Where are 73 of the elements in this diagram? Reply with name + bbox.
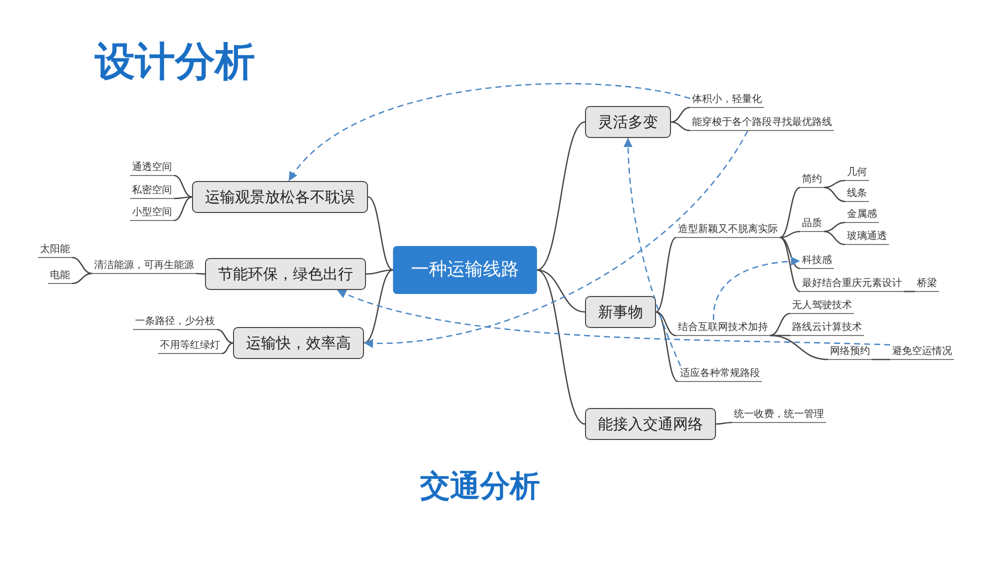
subtopic-text: 桥梁	[915, 276, 939, 292]
branch-line	[670, 106, 690, 123]
branch-line	[824, 180, 846, 188]
subtopic-text: 简约	[800, 172, 824, 188]
branch-line	[656, 236, 676, 313]
branch-line	[222, 342, 234, 354]
topic-box: 节能环保，绿色出行	[205, 258, 366, 290]
topic-box: 能接入交通网络	[585, 408, 716, 440]
dashed-arrow	[364, 130, 748, 348]
subtopic-text: 玻璃通透	[845, 229, 889, 245]
branch-line	[780, 236, 800, 292]
section-heading: 交通分析	[420, 468, 540, 506]
subtopic-text: 适应各种常规路段	[678, 366, 762, 382]
subtopic-text: 私密空间	[130, 183, 174, 199]
subtopic-text: 一条路径，少分枝	[133, 314, 217, 330]
branch-line	[780, 236, 800, 270]
subtopic-text: 电能	[48, 268, 72, 284]
subtopic-text: 清洁能源，可再生能源	[92, 258, 196, 274]
branch-line	[904, 290, 915, 292]
subtopic-text: 网络预约	[828, 344, 872, 360]
subtopic-text: 科技感	[800, 253, 834, 269]
subtopic-text: 体积小，轻量化	[690, 92, 764, 108]
branch-line	[824, 186, 846, 202]
title: 设计分析	[95, 38, 255, 87]
branch-line	[364, 269, 394, 344]
branch-line	[770, 334, 828, 360]
branch-line	[656, 311, 678, 382]
dashed-arrow	[712, 256, 800, 320]
branch-line	[770, 312, 790, 336]
subtopic-text: 几何	[845, 165, 869, 181]
dashed-arrow	[624, 138, 682, 366]
branch-line	[72, 256, 92, 274]
branch-line	[368, 196, 394, 271]
subtopic-text: 通透空间	[130, 160, 174, 176]
subtopic-text: 不用等红绿灯	[158, 338, 222, 354]
subtopic-text: 小型空间	[130, 205, 174, 221]
subtopic-text: 路线云计算技术	[790, 320, 864, 336]
branch-line	[536, 121, 586, 271]
subtopic-text: 能穿梭于各个路段寻找最优路线	[690, 115, 834, 131]
subtopic-text: 最好结合重庆元素设计	[800, 276, 904, 292]
branch-line	[824, 222, 846, 232]
subtopic-text: 避免空运情况	[890, 344, 954, 360]
branch-line	[780, 230, 800, 238]
topic-box: 新事物	[585, 296, 656, 328]
dashed-arrow	[336, 289, 890, 346]
topic-box: 运输快，效率高	[233, 327, 364, 359]
subtopic-text: 线条	[845, 186, 869, 202]
branch-line	[174, 174, 192, 198]
subtopic-text: 金属感	[845, 207, 879, 223]
branch-line	[174, 196, 192, 200]
subtopic-text: 结合互联网技术加持	[676, 320, 770, 336]
branch-line	[72, 272, 92, 284]
subtopic-text: 统一收费，统一管理	[732, 407, 826, 423]
subtopic-text: 品质	[800, 216, 824, 232]
dashed-arrow	[288, 83, 690, 182]
branch-line	[872, 358, 890, 360]
branch-line	[536, 269, 586, 313]
branch-line	[196, 272, 206, 275]
branch-line	[716, 422, 732, 425]
central-topic-box: 一种运输线路	[393, 246, 537, 294]
branch-line	[366, 269, 394, 275]
branch-line	[536, 269, 586, 425]
topic-box: 灵活多变	[585, 106, 671, 138]
branch-line	[780, 186, 800, 238]
subtopic-text: 造型新颖又不脱离实际	[676, 222, 780, 238]
subtopic-text: 太阳能	[38, 242, 72, 258]
branch-line	[670, 121, 690, 132]
branch-line	[216, 328, 234, 344]
branch-line	[824, 230, 846, 246]
branch-line	[656, 311, 676, 336]
branch-line	[174, 196, 192, 222]
subtopic-text: 无人驾驶技术	[790, 298, 854, 314]
topic-box: 运输观景放松各不耽误	[192, 181, 368, 213]
